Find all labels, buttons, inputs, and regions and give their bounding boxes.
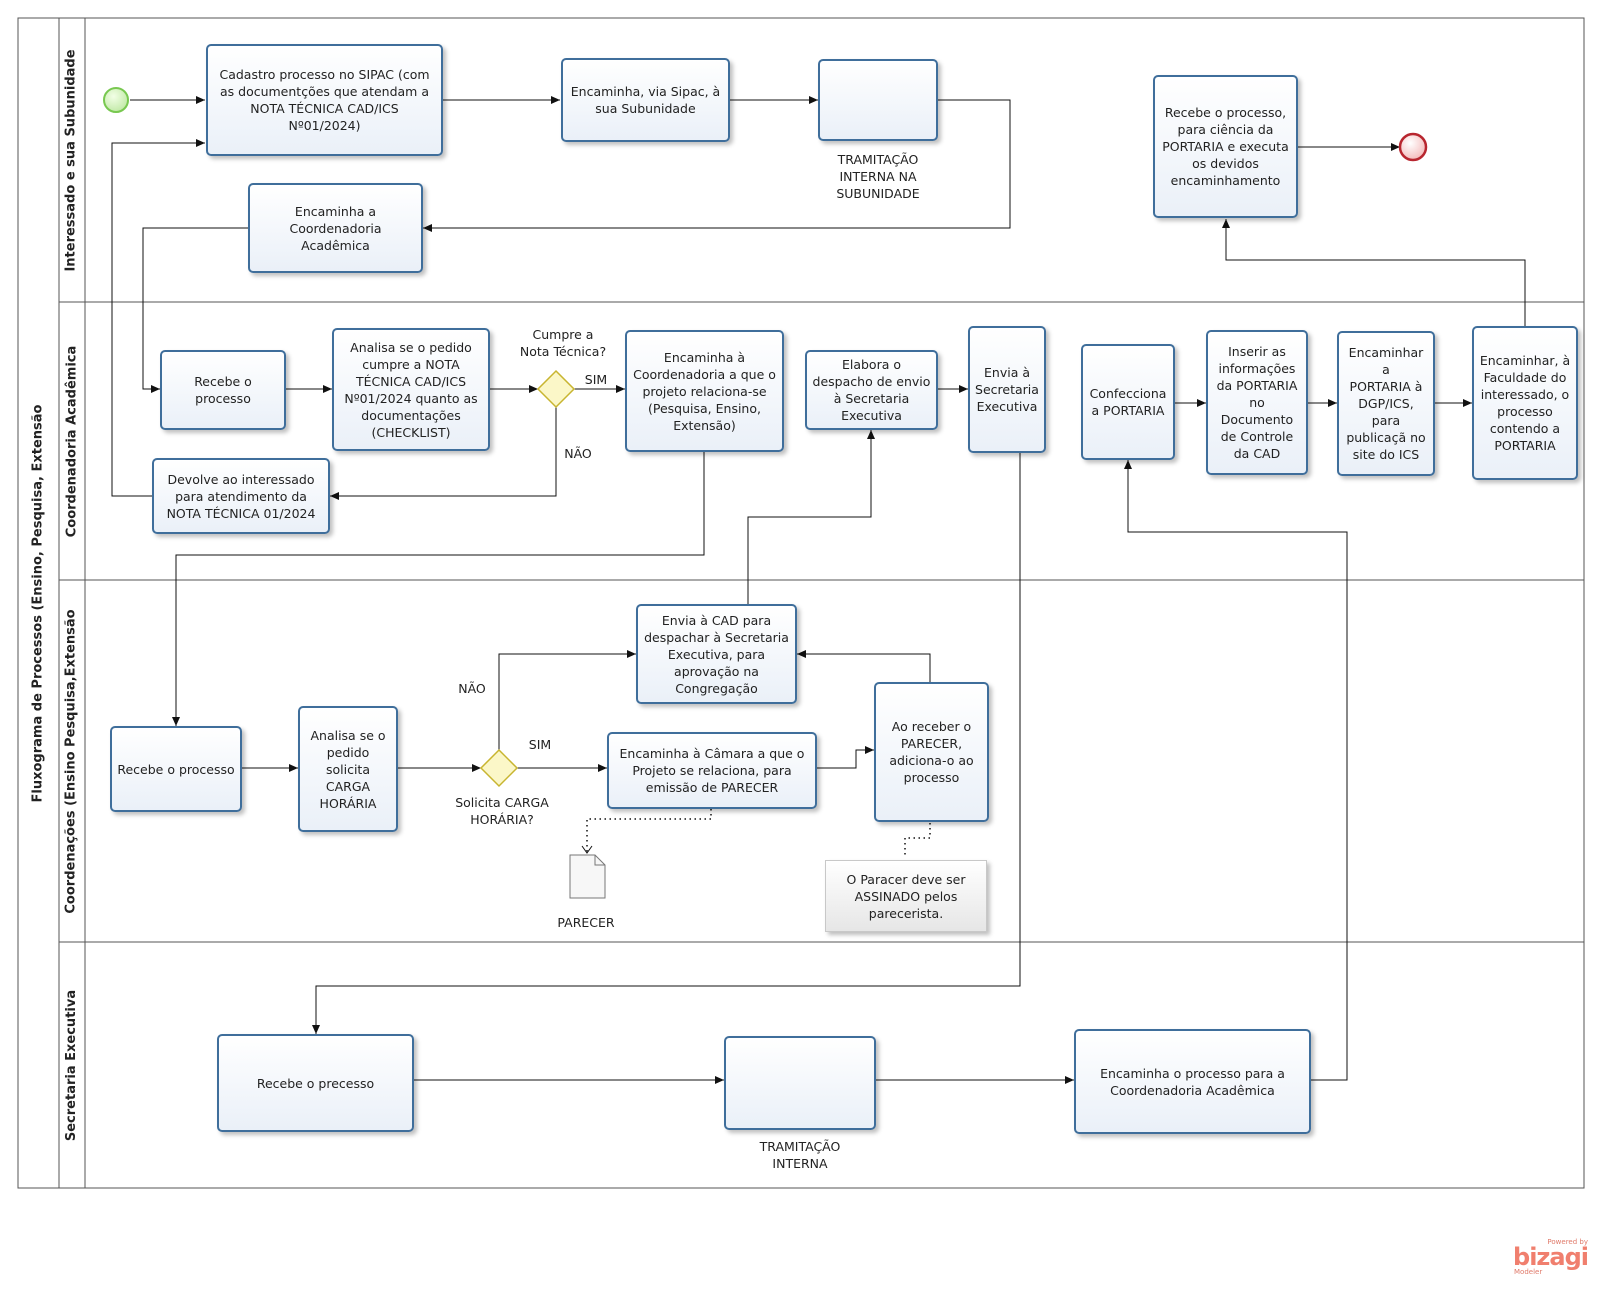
- label-gateway-cumpre-nota: Cumpre a Nota Técnica?: [519, 327, 607, 359]
- lane-label-coordenadoria: Coordenadoria Acadêmica: [64, 345, 80, 537]
- association-camara-to-parecer: [586, 809, 712, 852]
- label-gateway1-sim: SIM: [584, 372, 608, 387]
- label-gateway1-nao: NÃO: [564, 446, 592, 461]
- association-ao-receber-to-note: [904, 823, 931, 858]
- task-envia-cad[interactable]: Envia à CAD para despachar à Secretaria …: [636, 604, 797, 704]
- task-recebe-precesso-secretaria[interactable]: Recebe o precesso: [217, 1034, 414, 1132]
- label-gateway-solicita-carga: Solicita CARGA HORÁRIA?: [455, 795, 549, 827]
- lane-label-coordenacoes: Coordenações (Ensino Pesquisa,Extensão: [64, 608, 79, 914]
- task-analisa-nota-tecnica[interactable]: Analisa se o pedido cumpre a NOTA TÉCNIC…: [332, 328, 490, 451]
- task-encaminhar-dgp[interactable]: Encaminhar a PORTARIA à DGP/ICS, para pu…: [1337, 331, 1435, 476]
- label-parecer-document: PARECER: [557, 915, 615, 930]
- task-encaminhar-faculdade[interactable]: Encaminhar, à Faculdade do interessado, …: [1472, 326, 1578, 480]
- flow-ao-receber-to-envia-cad: [797, 650, 931, 682]
- flow-gateway2-nao: [498, 650, 636, 750]
- end-event[interactable]: [1398, 132, 1428, 162]
- gateway-solicita-carga[interactable]: [479, 748, 519, 788]
- flow-camara-to-ao-receber: [816, 746, 874, 769]
- flow-envia-cad-to-elabora: [747, 430, 875, 604]
- task-envia-secretaria[interactable]: Envia à Secretaria Executiva: [968, 326, 1046, 453]
- flow-tramitacao-to-encaminha-coord: [423, 99, 1011, 232]
- task-confecciona-portaria[interactable]: Confecciona a PORTARIA: [1081, 344, 1175, 460]
- task-ao-receber-parecer[interactable]: Ao receber o PARECER, adiciona-o ao proc…: [874, 682, 989, 822]
- gateway-cumpre-nota[interactable]: [536, 369, 576, 409]
- task-elabora-despacho[interactable]: Elabora o despacho de envio à Secretaria…: [805, 350, 938, 430]
- label-tramitacao-interna: TRAMITAÇÃO INTERNA: [759, 1139, 841, 1171]
- label-tramitacao-subunidade: TRAMITAÇÃO INTERNA NA SUBUNIDADE: [836, 152, 920, 201]
- start-event[interactable]: [103, 87, 129, 113]
- pool-title: Fluxograma de Processos (Ensino, Pesquis…: [30, 404, 46, 802]
- flow-encaminha-coord-to-recebe: [142, 227, 248, 393]
- task-encaminha-coordenadoria-final[interactable]: Encaminha o processo para a Coordenadori…: [1074, 1029, 1311, 1134]
- document-icon: [569, 854, 606, 899]
- task-encaminha-coordenadoria-projeto[interactable]: Encaminha à Coordenadoria a que o projet…: [625, 330, 784, 452]
- task-inserir-informacoes[interactable]: Inserir as informações da PORTARIA no Do…: [1206, 330, 1308, 475]
- pool-border: [17, 17, 1585, 1189]
- task-recebe-ciencia[interactable]: Recebe o processo, para ciência da PORTA…: [1153, 75, 1298, 218]
- label-gateway2-nao: NÃO: [458, 681, 486, 696]
- task-analisa-carga-horaria[interactable]: Analisa se o pedido solicita CARGA HORÁR…: [298, 706, 398, 832]
- task-tramitacao-subunidade[interactable]: [818, 59, 938, 141]
- task-devolve-interessado[interactable]: Devolve ao interessado para atendimento …: [152, 458, 330, 534]
- flow-encaminha-coordenadoria-to-coordenacao: [172, 452, 705, 726]
- text-annotation-parecer: O Paracer deve ser ASSINADO pelos parece…: [825, 860, 987, 932]
- task-encaminha-coordenadoria[interactable]: Encaminha a Coordenadoria Acadêmica: [248, 183, 423, 273]
- flow-devolve-to-cadastro: [111, 139, 205, 497]
- task-cadastro-processo[interactable]: Cadastro processo no SIPAC (com as docum…: [206, 44, 443, 156]
- flow-encaminha-final-to-confecciona: [1124, 460, 1348, 1081]
- task-encaminha-camara[interactable]: Encaminha à Câmara a que o Projeto se re…: [607, 732, 817, 809]
- task-encaminha-sipac[interactable]: Encaminha, via Sipac, à sua Subunidade: [561, 58, 730, 142]
- task-recebe-processo-ca[interactable]: Recebe o processo: [160, 350, 286, 430]
- task-tramitacao-interna[interactable]: [724, 1036, 876, 1130]
- flow-envia-to-secretaria: [312, 453, 1021, 1034]
- flow-faculdade-to-recebe-ciencia: [1222, 219, 1526, 336]
- lane-label-interessado: Interessado e sua Subunidade: [64, 48, 79, 272]
- lane-label-secretaria: Secretaria Executiva: [64, 989, 80, 1141]
- flow-gateway1-nao: [330, 407, 557, 500]
- association-arrowhead: [581, 845, 593, 854]
- label-gateway2-sim: SIM: [528, 737, 552, 752]
- bizagi-logo: Powered by bizagi Modeler: [1513, 1238, 1589, 1276]
- task-recebe-processo-coordenacao[interactable]: Recebe o processo: [110, 726, 242, 812]
